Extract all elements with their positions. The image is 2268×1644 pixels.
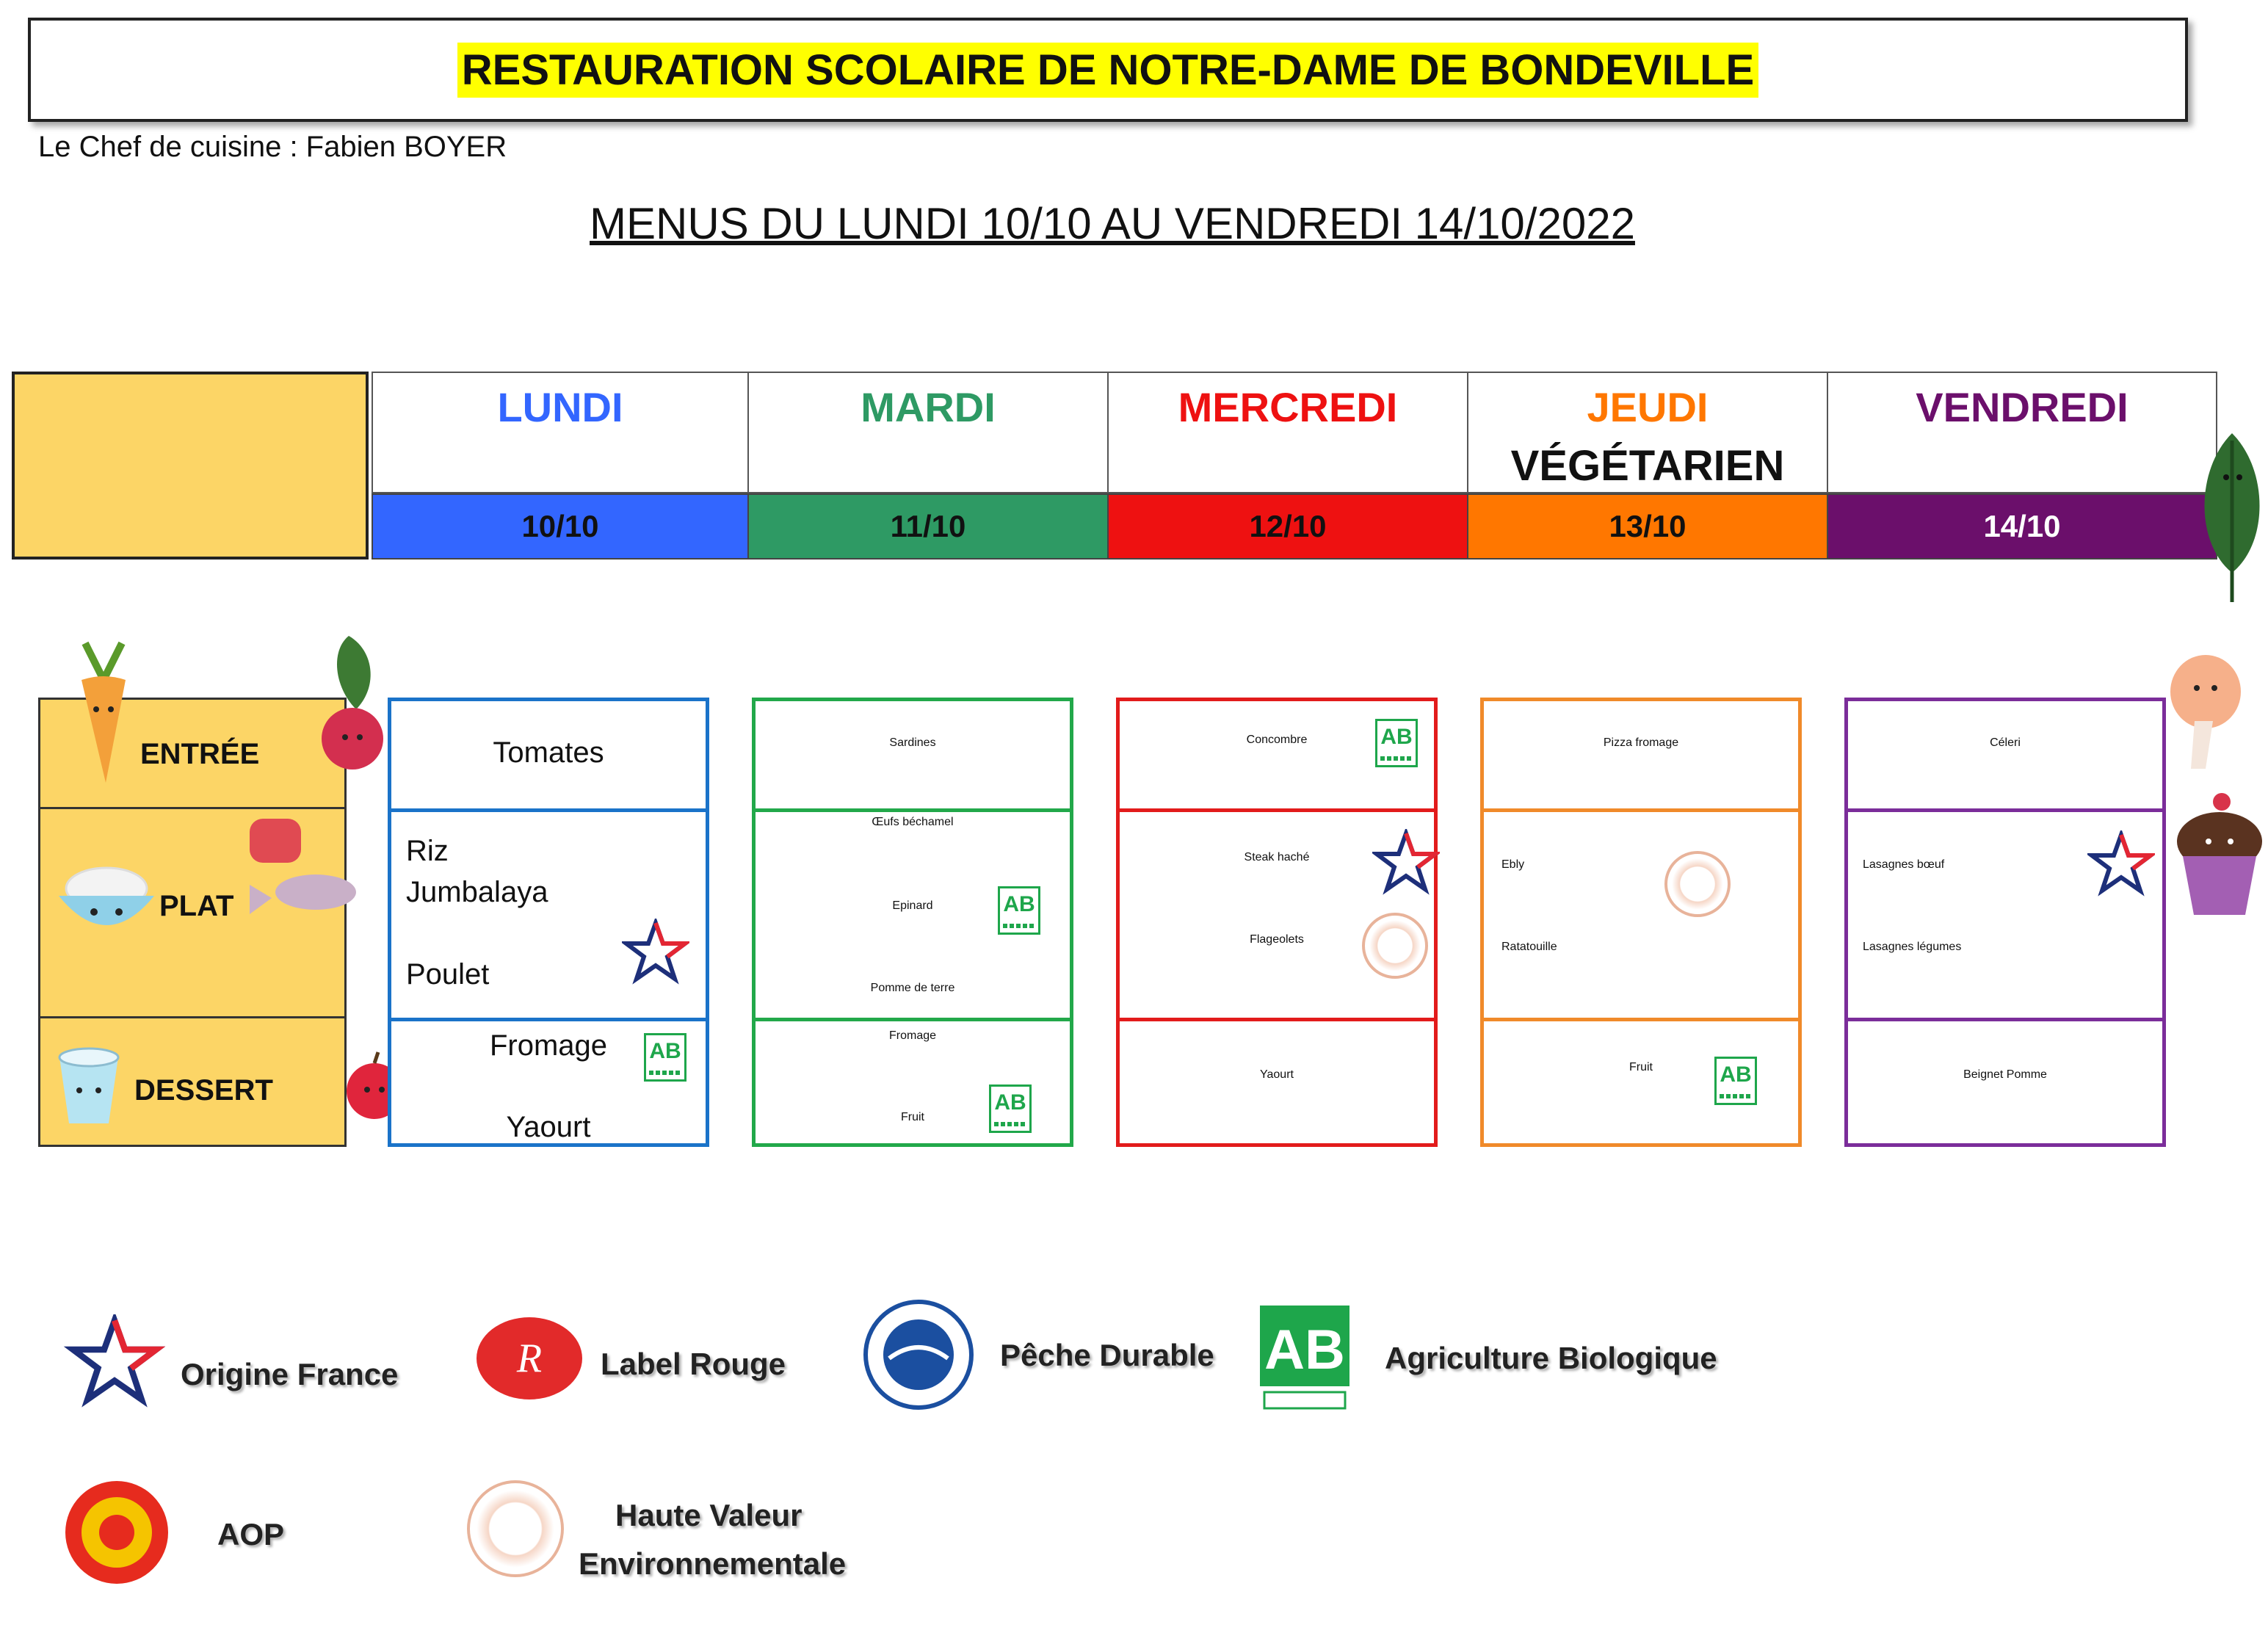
day-header-jeudi: JEUDI VÉGÉTARIEN	[1468, 372, 1828, 493]
aop-icon	[65, 1481, 168, 1584]
row-label-text: PLAT	[159, 890, 234, 922]
origine-france-icon	[63, 1314, 166, 1408]
divider	[1484, 808, 1798, 812]
plat-item: Lasagnes légumes	[1863, 941, 1962, 953]
plat-item: Riz	[406, 835, 449, 867]
ab-logo-icon: AB	[644, 1033, 686, 1082]
plat-item: Ebly	[1501, 858, 1525, 871]
legend-label-rouge: Label Rouge	[601, 1347, 786, 1381]
svg-text:AB: AB	[1264, 1319, 1345, 1381]
spinach-leaf-icon	[2204, 433, 2260, 602]
entree-item: Pizza fromage	[1603, 736, 1679, 749]
menu-column-lundi: Tomates Riz Jumbalaya Poulet Fromage Yao…	[388, 698, 709, 1147]
entree-item: Concombre	[1246, 734, 1308, 746]
divider	[1484, 1018, 1798, 1021]
title-banner: RESTAURATION SCOLAIRE DE NOTRE-DAME DE B…	[28, 18, 2188, 122]
corner-cell	[12, 372, 369, 560]
plat-item: Flageolets	[1250, 933, 1304, 946]
divider	[1848, 808, 2162, 812]
plat-item: Epinard	[892, 899, 933, 912]
rice-bowl-icon	[59, 866, 154, 925]
day-header-lundi: LUNDI	[372, 372, 749, 493]
dessert-item: Fromage	[489, 1029, 608, 1062]
ab-logo-icon: AB	[1714, 1057, 1757, 1105]
menu-column-jeudi: Pizza fromage Ebly Ratatouille Fruit AB	[1480, 698, 1802, 1147]
date-mardi: 11/10	[749, 493, 1109, 560]
viandes-de-france-icon	[622, 919, 689, 985]
divider	[756, 808, 1070, 812]
agriculture-bio-icon: AB	[1260, 1306, 1349, 1410]
day-name: LUNDI	[497, 384, 623, 430]
legend-agriculture-biologique: Agriculture Biologique	[1385, 1341, 1717, 1375]
yogurt-icon	[58, 1047, 120, 1123]
plat-item: Jumbalaya	[406, 876, 548, 908]
menu-column-mardi: Sardines Œufs béchamel Epinard Pomme de …	[752, 698, 1073, 1147]
label-rouge-icon: R	[477, 1317, 582, 1399]
ab-logo-icon: AB	[998, 886, 1040, 935]
dessert-item: Yaourt	[1260, 1068, 1294, 1081]
chef-credit: Le Chef de cuisine : Fabien BOYER	[38, 131, 507, 163]
legend-aop: AOP	[217, 1517, 285, 1551]
day-name: MARDI	[861, 384, 996, 430]
plat-item: Œufs béchamel	[872, 816, 954, 828]
menu-week-title: MENUS DU LUNDI 10/10 AU VENDREDI 14/10/2…	[590, 199, 1635, 248]
entree-item: Tomates	[493, 736, 604, 769]
viandes-de-france-icon	[2087, 830, 2155, 897]
svg-text:R: R	[516, 1336, 542, 1381]
hve-logo-icon	[1362, 913, 1428, 979]
day-name: VENDREDI	[1916, 384, 2128, 430]
date-lundi: 10/10	[372, 493, 749, 560]
legend-origine-france: Origine France	[181, 1357, 399, 1391]
date-mercredi: 12/10	[1109, 493, 1468, 560]
row-label-text: DESSERT	[134, 1074, 273, 1107]
peche-durable-icon	[863, 1300, 974, 1410]
day-subtitle: VÉGÉTARIEN	[1510, 442, 1785, 490]
carrot-icon	[81, 641, 126, 783]
hve-logo-icon	[1664, 851, 1731, 917]
divider	[391, 808, 706, 812]
entree-item: Sardines	[889, 736, 936, 749]
plat-item: Ratatouille	[1501, 941, 1557, 953]
menu-column-mercredi: Concombre AB Steak haché Flageolets Yaou…	[1116, 698, 1440, 1147]
dessert-item: Fromage	[888, 1029, 937, 1042]
divider	[1848, 1018, 2162, 1021]
day-header-mercredi: MERCREDI	[1109, 372, 1468, 493]
dessert-item: Yaourt	[506, 1111, 591, 1143]
entree-item: Céleri	[1990, 736, 2021, 749]
legend-peche-durable: Pêche Durable	[1000, 1338, 1214, 1372]
date-vendredi: 14/10	[1828, 493, 2217, 560]
divider	[391, 1018, 706, 1021]
row-label-text: ENTRÉE	[140, 738, 260, 770]
ab-logo-icon: AB	[989, 1084, 1032, 1133]
plat-item: Poulet	[406, 958, 490, 991]
plat-item: Lasagnes bœuf	[1863, 858, 1945, 871]
dessert-item: Beignet Pomme	[1963, 1068, 2047, 1081]
divider	[1120, 808, 1434, 812]
cupcake-icon	[2177, 793, 2262, 915]
day-name: JEUDI	[1587, 384, 1709, 430]
row-label-entree: ENTRÉE	[38, 698, 347, 809]
plat-item: Steak haché	[1244, 851, 1310, 863]
legend-hve-line1: Haute Valeur	[615, 1498, 803, 1532]
menu-column-vendredi: Céleri Lasagnes bœuf Lasagnes légumes Be…	[1844, 698, 2166, 1147]
day-header-vendredi: VENDREDI	[1828, 372, 2217, 493]
radish-icon	[322, 636, 383, 770]
dessert-item: Fruit	[901, 1111, 924, 1123]
divider	[756, 1018, 1070, 1021]
viandes-de-france-icon	[1372, 829, 1440, 895]
hve-legend-icon	[467, 1480, 564, 1577]
page-title: RESTAURATION SCOLAIRE DE NOTRE-DAME DE B…	[457, 42, 1759, 98]
chicken-leg-icon	[2170, 655, 2241, 769]
day-header-mardi: MARDI	[749, 372, 1109, 493]
dessert-item: Fruit	[1629, 1061, 1653, 1073]
steak-fish-icon	[250, 819, 356, 914]
ab-logo-icon: AB	[1375, 719, 1418, 767]
date-jeudi: 13/10	[1468, 493, 1828, 560]
plat-item: Pomme de terre	[870, 982, 955, 994]
legend-hve-line2: Environnementale	[579, 1546, 847, 1581]
day-name: MERCREDI	[1178, 384, 1398, 430]
divider	[1120, 1018, 1434, 1021]
